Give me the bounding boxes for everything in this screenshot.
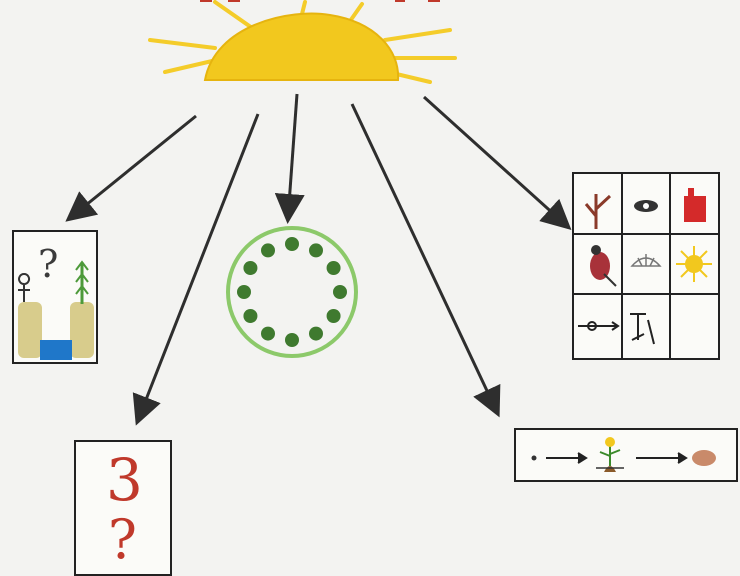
eye-icon (634, 200, 658, 212)
sequence-card (514, 428, 738, 482)
arrow-to-number (138, 114, 258, 420)
ring-dot (261, 243, 275, 257)
sun-icon-small (676, 246, 712, 282)
question-mark: ? (108, 508, 137, 571)
arrow-to-sequence (352, 104, 497, 412)
seed-dot-icon (532, 456, 537, 461)
puzzle-card: ? (12, 230, 98, 364)
grid-card (572, 172, 720, 360)
arrows-icon (578, 322, 618, 330)
arrow-icon (546, 453, 586, 463)
number-card: 3 ? (74, 440, 172, 576)
shell-icon (632, 254, 660, 266)
ring-dot (327, 309, 341, 323)
ring-dot (327, 261, 341, 275)
arrow-to-grid (424, 97, 567, 226)
grid-drawing (574, 174, 718, 358)
ring-dot (237, 285, 251, 299)
ring-dot (309, 327, 323, 341)
bird-icon (590, 245, 616, 286)
arrow-to-puzzle (70, 116, 196, 218)
ring-dot (333, 285, 347, 299)
seed-icon (692, 450, 716, 466)
growth-sequence (516, 430, 736, 480)
question-mark: ? (38, 242, 58, 286)
digit-three: 3 (106, 446, 143, 514)
sprouting-plant-icon (596, 437, 624, 472)
dot-ring-icon (228, 228, 356, 356)
arrows (70, 94, 567, 420)
ring-dot (243, 309, 257, 323)
arrow-icon (636, 453, 686, 463)
sun-icon (205, 14, 398, 80)
ring-dot (309, 243, 323, 257)
twig-icon (586, 194, 610, 229)
ring-dot (261, 327, 275, 341)
glyph-icon (630, 314, 654, 344)
ring-dot (285, 333, 299, 347)
ring-dot (243, 261, 257, 275)
ring-dot (285, 237, 299, 251)
red-tower-icon (684, 188, 706, 222)
arrow-to-ring (288, 94, 297, 218)
